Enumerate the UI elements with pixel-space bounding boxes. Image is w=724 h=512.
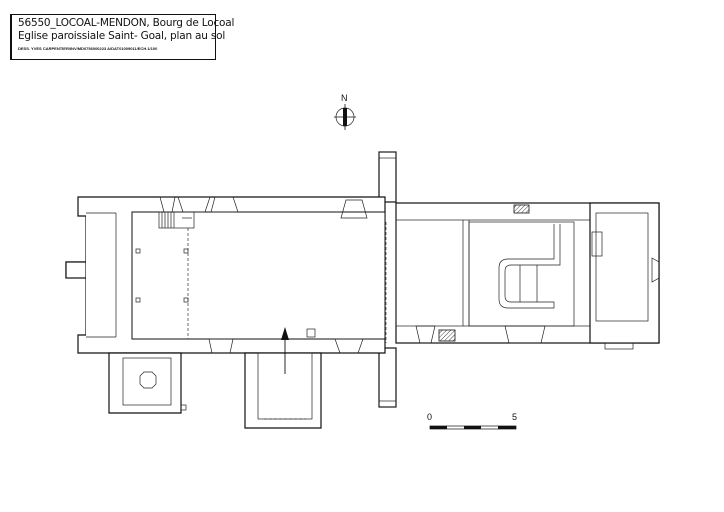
transept-wall-north [378, 151, 397, 203]
drawing-credits: DESS. YVES CARPENTIER/INV/MD0756000223 A… [18, 46, 158, 51]
nave [65, 196, 397, 354]
baptistery-chapel [108, 352, 187, 414]
title-line-2: Eglise paroissiale Saint- Goal, plan au … [18, 30, 226, 42]
scale-start-label: 0 [427, 412, 432, 422]
title-line-1: 56550_LOCOAL-MENDON, Bourg de Locoal [18, 17, 235, 29]
north-label: N [341, 93, 348, 103]
stair [158, 211, 195, 229]
entrance-arrow-icon [281, 327, 289, 340]
transept-wall-south [378, 347, 397, 408]
piers [135, 248, 189, 303]
scale-end-label: 5 [512, 412, 517, 422]
south-porch [244, 327, 322, 429]
sacristy [589, 202, 660, 350]
scale-bar: 0 5 [427, 412, 517, 430]
nave-windows [159, 196, 368, 354]
title-block: 56550_LOCOAL-MENDON, Bourg de Locoal Egl… [10, 14, 235, 60]
north-arrow-icon: N [334, 93, 356, 130]
